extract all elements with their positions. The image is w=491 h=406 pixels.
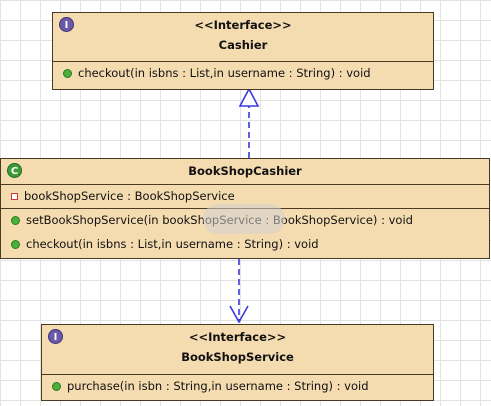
bookshopcashier-header: C BookShopCashier (1, 159, 489, 184)
cashier-name: Cashier (218, 38, 268, 52)
method-signature: checkout(in isbns : List,in username : S… (78, 66, 371, 80)
public-method-icon (52, 382, 61, 391)
interface-icon: I (59, 17, 74, 32)
cashier-interface-box[interactable]: I <<Interface>> Cashier checkout(in isbn… (52, 12, 434, 90)
method-signature: purchase(in isbn : String,in username : … (67, 379, 369, 393)
bookshopservice-header: I <<Interface>> BookShopService (42, 325, 433, 374)
bookshopcashier-method-checkout[interactable]: checkout(in isbns : List,in username : S… (1, 232, 489, 257)
bookshopcashier-name: BookShopCashier (188, 164, 302, 178)
interface-icon: I (48, 329, 63, 344)
realization-arrowhead (238, 87, 260, 107)
bookshopservice-name: BookShopService (181, 350, 294, 364)
watermark-overlay (203, 204, 285, 234)
public-method-icon (11, 240, 20, 249)
dependency-arrowhead (229, 305, 249, 324)
bookshopservice-interface-box[interactable]: I <<Interface>> BookShopService purchase… (41, 324, 434, 401)
cashier-stereotype: <<Interface>> (194, 18, 292, 32)
class-icon: C (7, 163, 22, 178)
cashier-method-checkout[interactable]: checkout(in isbns : List,in username : S… (53, 62, 433, 85)
field-signature: bookShopService : BookShopService (24, 189, 235, 203)
bookshopservice-stereotype: <<Interface>> (188, 330, 287, 344)
public-method-icon (11, 216, 20, 225)
bookshopservice-method-purchase[interactable]: purchase(in isbn : String,in username : … (42, 375, 433, 398)
cashier-methods: checkout(in isbns : List,in username : S… (53, 61, 433, 85)
bookshopservice-methods: purchase(in isbn : String,in username : … (42, 374, 433, 398)
private-field-icon (11, 193, 18, 200)
bookshopcashier-field-service[interactable]: bookShopService : BookShopService (1, 185, 489, 208)
bookshopcashier-methods: setBookShopService(in bookShopService : … (1, 208, 489, 257)
method-signature: checkout(in isbns : List,in username : S… (26, 237, 319, 251)
bookshopcashier-fields: bookShopService : BookShopService (1, 184, 489, 208)
cashier-header: I <<Interface>> Cashier (53, 13, 433, 61)
public-method-icon (63, 69, 72, 78)
